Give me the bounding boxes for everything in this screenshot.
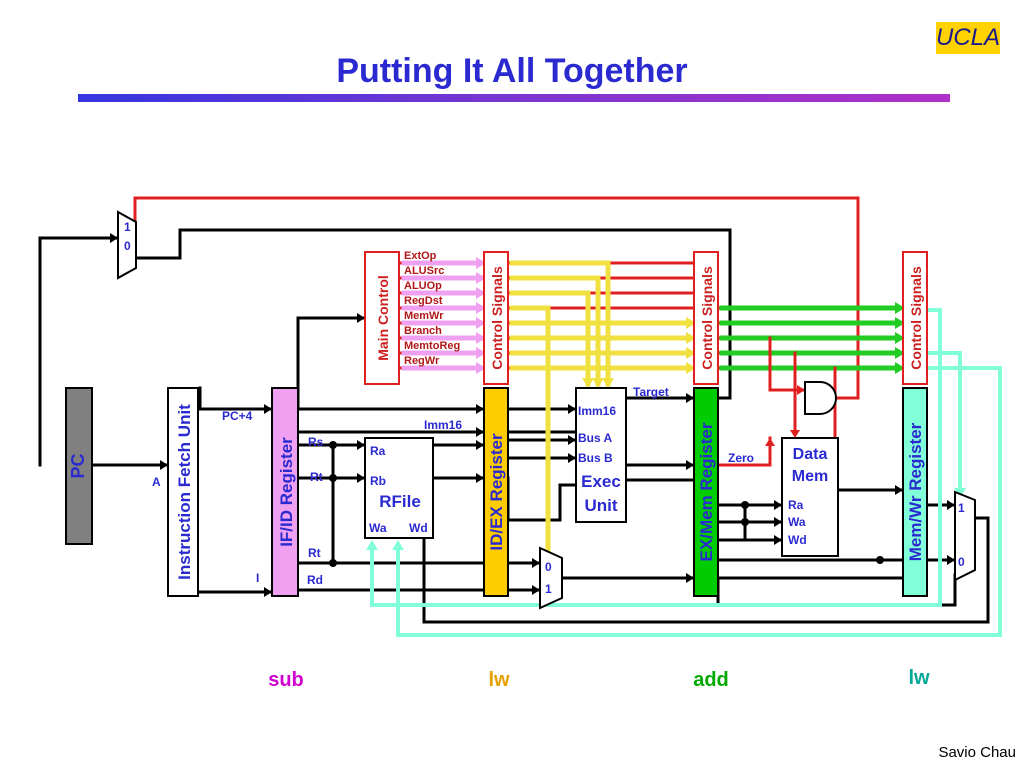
- mux-top-0: 0: [124, 239, 131, 253]
- main-control-label: Main Control: [375, 275, 391, 361]
- control-signals-label-2: Control Signals: [699, 266, 715, 370]
- exec-label-2: Unit: [584, 496, 617, 515]
- rfile-wd: Wd: [409, 521, 428, 535]
- control-signals-box-3: [902, 251, 928, 385]
- label-target: Target: [633, 385, 669, 399]
- label-i: I: [256, 571, 259, 585]
- rfile-rb: Rb: [370, 474, 386, 488]
- label-rd: Rd: [307, 573, 323, 587]
- signal-regdst: RegDst: [404, 295, 443, 307]
- and-gate: [804, 381, 837, 415]
- zero-and-wire: [716, 436, 772, 467]
- mux-right-1: 1: [958, 501, 965, 515]
- label-a: A: [152, 475, 161, 489]
- mux-mid-0: 0: [545, 560, 552, 574]
- signal-extop: ExtOp: [404, 250, 437, 262]
- label-rs: Rs: [308, 435, 324, 449]
- id-ex-label: ID/EX Register: [487, 433, 506, 551]
- mem-wr-register: [902, 387, 928, 597]
- label-rt: Rt: [310, 470, 323, 484]
- memtoreg-mux: [954, 490, 976, 582]
- execution-unit: [575, 387, 627, 523]
- opcode-wire: [296, 316, 365, 411]
- label-pc4: PC+4: [222, 409, 253, 423]
- signal-alusrc: ALUSrc: [404, 265, 444, 277]
- dmem-ra: Ra: [788, 498, 804, 512]
- mux-right-0: 0: [958, 555, 965, 569]
- ex-mem-label: EX/Mem Register: [697, 422, 716, 561]
- data-memory: [781, 437, 839, 557]
- control-signal-list: ExtOp ALUSrc ALUOp RegDst MemWr Branch M…: [404, 250, 460, 367]
- author-name: Savio Chau: [938, 744, 1016, 761]
- regdst-mux: [539, 546, 563, 610]
- exec-label-1: Exec: [581, 472, 621, 491]
- label-zero: Zero: [728, 451, 754, 465]
- ex-mem-register: [693, 387, 719, 597]
- pc-label: PC: [68, 453, 88, 478]
- exec-imm16: Imm16: [578, 404, 616, 418]
- mem-wr-label: Mem/Wr Register: [906, 422, 925, 561]
- stage-sub: sub: [268, 669, 304, 691]
- dmem-label-1: Data: [793, 446, 828, 463]
- stage-add: add: [693, 669, 729, 691]
- pc-mux: [117, 210, 137, 280]
- label-imm16: Imm16: [424, 418, 462, 432]
- slide-title: Putting It All Together: [336, 52, 688, 90]
- signal-memtoreg: MemtoReg: [404, 340, 460, 352]
- stage-lw-1: lw: [488, 669, 510, 691]
- if-id-label: IF/ID Register: [277, 437, 296, 547]
- exec-busa: Bus A: [578, 431, 613, 445]
- pc-block: [65, 387, 93, 545]
- signal-regwr: RegWr: [404, 355, 440, 367]
- control-signals-label-3: Control Signals: [908, 266, 924, 370]
- pc-next-wire: [38, 236, 120, 467]
- signal-memwr: MemWr: [404, 310, 444, 322]
- label-rt2: Rt: [308, 546, 321, 560]
- instruction-fetch-unit: [167, 387, 199, 597]
- dmem-label-2: Mem: [792, 468, 828, 485]
- mux-top-1: 1: [124, 220, 131, 234]
- control-signals-box-1: [483, 251, 509, 385]
- branch-target-wire: [133, 196, 860, 400]
- stage-lw-2: lw: [908, 667, 930, 689]
- dmem-wd: Wd: [788, 533, 807, 547]
- exec-busb: Bus B: [578, 451, 613, 465]
- ifu-label: Instruction Fetch Unit: [175, 404, 194, 580]
- main-control-block: [364, 251, 400, 385]
- rfile-wa: Wa: [369, 521, 387, 535]
- if-id-register: [271, 387, 299, 597]
- id-ex-register: [483, 387, 509, 597]
- title-rule: [78, 94, 950, 102]
- control-signals-label-1: Control Signals: [489, 266, 505, 370]
- signal-branch: Branch: [404, 325, 442, 337]
- rfile-ra: Ra: [370, 444, 386, 458]
- dmem-wa: Wa: [788, 515, 806, 529]
- control-signals-box-2: [693, 251, 719, 385]
- ucla-logo: UCLA: [936, 22, 1000, 54]
- pc4-feedback-wire: [134, 228, 732, 400]
- writeback-data-wire: [422, 516, 990, 624]
- signal-aluop: ALUOp: [404, 280, 442, 292]
- mux-mid-1: 1: [545, 582, 552, 596]
- rfile-label: RFile: [379, 492, 421, 511]
- register-file: [364, 437, 434, 539]
